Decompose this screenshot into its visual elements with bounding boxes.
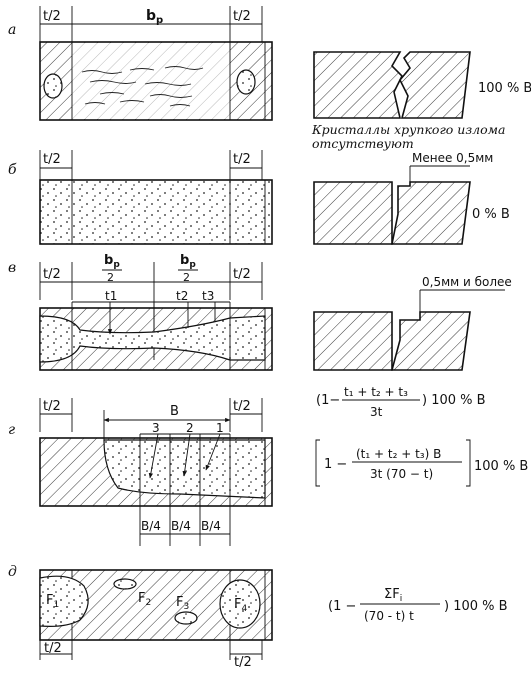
dim-right-label: t/2 [234,655,252,670]
label-1: 1 [216,421,224,435]
panel-v-letter: в [8,260,16,276]
panel-g: г t/2 t/2 В 3 2 1 В/4 В/4 В/4 1 − [8,398,528,546]
half-den-left: 2 [107,271,114,284]
fibrous-streaks [81,66,204,107]
dim-left-label: t/2 [43,267,61,282]
caption-a-line2: отсутствуют [312,136,414,151]
dim-left-label: t/2 [43,152,61,167]
label-t1: t1 [105,289,117,303]
svg-text:(t₁ + t₂ + t₃) В: (t₁ + t₂ + t₃) В [356,447,441,461]
svg-text:100 % В: 100 % В [474,459,528,474]
svg-text:) 100 % В: ) 100 % В [444,599,508,614]
label-t3: t3 [202,289,214,303]
svg-text:ΣFi: ΣFi [384,587,402,604]
panel-g-letter: г [8,422,15,438]
label-F3: F3 [176,595,189,612]
profile-a-right [399,51,471,119]
dim-left-label: t/2 [43,399,61,414]
specimen-b [39,179,273,245]
svg-text:) 100 % В: ) 100 % В [422,393,486,408]
note-b: Менее 0,5мм [412,151,493,165]
caption-a-line1: Кристаллы хрупкого излома [311,122,505,137]
b4-1: В/4 [141,519,161,533]
profile-b-right [391,181,471,245]
formula-v: (1− t₁ + t₂ + t₃ 3t ) 100 % В [316,385,486,419]
label-F4: F4 [234,597,247,614]
profile-v-left [313,311,393,371]
label-2: 2 [186,421,194,435]
half-b-left: bр [104,253,120,270]
panel-b: б t/2 t/2 Менее 0,5мм 0 % В [8,150,510,245]
label-F1: F1 [46,593,59,610]
panel-v: в t/2 t/2 bр 2 bр 2 t1 t2 t3 0 [8,253,512,419]
dim-right-label: t/2 [233,399,251,414]
label-t2: t2 [176,289,188,303]
panel-d: д F1 F2 F3 F4 t/2 t/2 (1 − ΣFi (70 - t) … [8,564,508,670]
b4-2: В/4 [171,519,191,533]
dim-right-label: t/2 [233,9,251,24]
svg-text:(1 −: (1 − [328,599,356,614]
note-v: 0,5мм и более [422,275,512,289]
profile-v-right [390,311,471,371]
half-b-right: bр [180,253,196,270]
svg-text:3t (70 − t): 3t (70 − t) [370,467,433,481]
svg-text:(70 - t) t: (70 - t) t [364,609,414,623]
dim-mid-label: bр [146,8,163,26]
half-den-right: 2 [183,271,190,284]
label-3: 3 [152,421,160,435]
dim-left-label: t/2 [44,641,62,656]
panel-a-letter: а [8,22,16,38]
panel-a: а t/2 bр t/2 100 % В [8,6,531,151]
result-a: 100 % В [478,81,531,96]
result-b: 0 % В [472,207,510,222]
panel-b-letter: б [8,162,17,178]
b4-3: В/4 [201,519,221,533]
svg-text:1 −: 1 − [324,457,347,472]
dim-right-label: t/2 [233,152,251,167]
dim-left-label: t/2 [43,9,61,24]
svg-text:(1−: (1− [316,393,340,408]
dim-B: В [170,404,179,419]
panel-d-letter: д [8,564,17,580]
profile-b-left [313,181,393,245]
dim-right-label: t/2 [233,267,251,282]
formula-g: 1 − (t₁ + t₂ + t₃) В 3t (70 − t) 100 % В [315,439,528,487]
formula-d: (1 − ΣFi (70 - t) t ) 100 % В [328,587,508,623]
svg-text:3t: 3t [370,405,383,419]
svg-text:t₁ + t₂ + t₃: t₁ + t₂ + t₃ [344,385,408,399]
label-F2: F2 [138,591,151,608]
profile-a-left [313,51,403,119]
